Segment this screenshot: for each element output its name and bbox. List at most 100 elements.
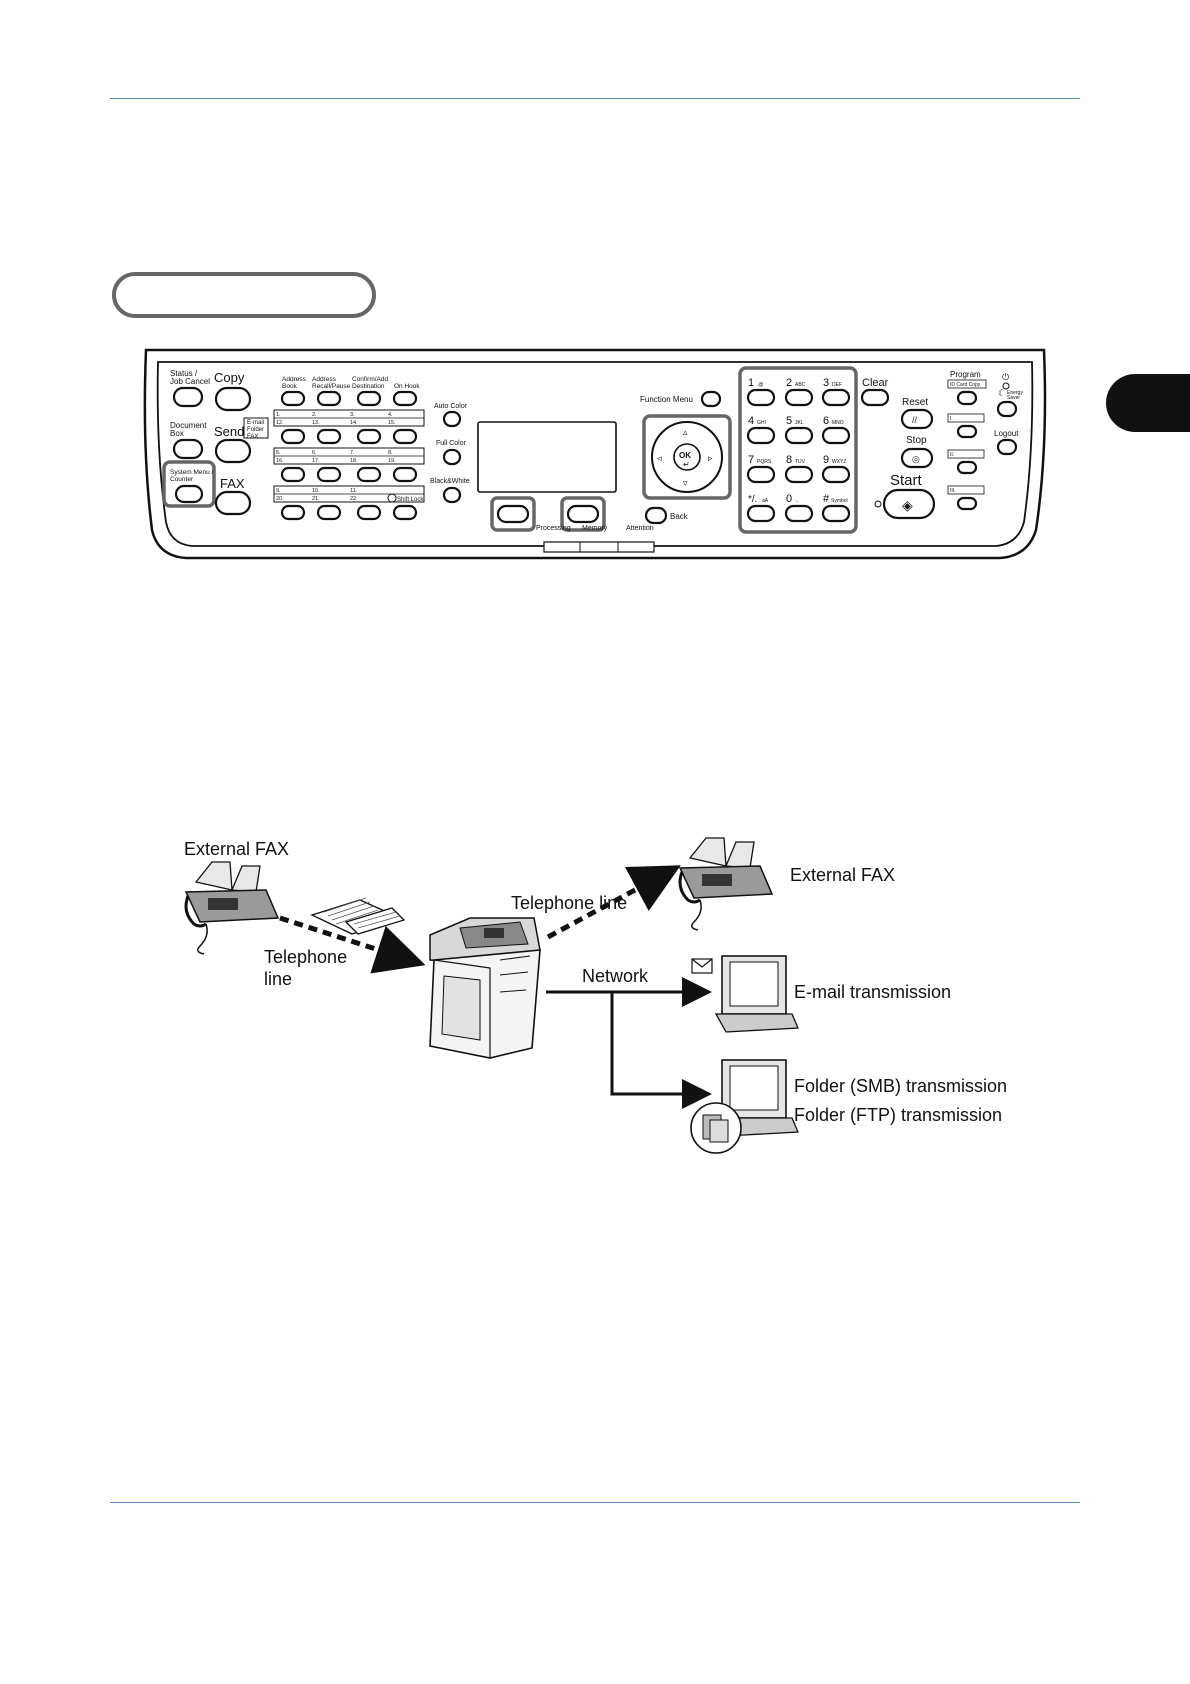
logout-key[interactable] [996,438,1018,456]
one-touch-label: 17. [312,458,320,464]
one-touch-label: 16. [276,458,284,464]
one-touch-key[interactable] [392,466,418,483]
one-touch-key[interactable] [280,504,306,521]
keypad-digit: 3 [823,377,829,389]
clear-key[interactable] [860,388,890,407]
keypad-digit: 0 [786,493,792,505]
keypad-sub: MNO [832,420,844,426]
processing-label: Processing [536,525,571,532]
moon-icon: ☾ [998,388,1006,398]
keypad-key-hash[interactable] [821,504,851,523]
keypad-digit: */. [748,494,757,505]
keypad-key-5[interactable] [784,426,814,445]
function-menu-label: Function Menu [640,395,693,404]
one-touch-key[interactable] [356,428,382,445]
function-menu-key[interactable] [700,390,722,408]
confirm-add-label-1: Confirm/Add [352,376,389,383]
enter-icon: ↵ [683,460,690,469]
keypad-key-0[interactable] [784,504,814,523]
confirm-add-key[interactable] [356,390,382,407]
system-menu-highlight [162,460,216,508]
chapter-tab [1106,374,1190,432]
program-slot-key-1[interactable] [956,424,978,439]
external-fax-right-label: External FAX [790,865,895,885]
nav-right-icon[interactable]: ▹ [708,453,713,463]
clear-label: Clear [862,377,889,389]
one-touch-key[interactable] [316,466,342,483]
reset-icon: // [912,415,918,425]
keypad-key-asterisk[interactable] [746,504,776,523]
keypad-key-4[interactable] [746,426,776,445]
start-icon: ◈ [902,497,913,513]
send-target-folder: Folder [247,427,264,433]
program-slot-key-2[interactable] [956,460,978,475]
on-hook-key[interactable] [392,390,418,407]
one-touch-key[interactable] [280,466,306,483]
energy-saver-key[interactable] [996,400,1018,418]
one-touch-label: 4. [388,412,393,418]
ok-label: OK [679,451,691,460]
email-transmission-label: E-mail transmission [794,982,951,1002]
left-select-key[interactable] [496,504,530,524]
one-touch-label: 11. [350,488,358,494]
one-touch-key[interactable] [356,504,382,521]
copy-key[interactable] [214,386,252,412]
fax-key[interactable] [214,490,252,516]
send-key[interactable] [214,438,252,464]
address-recall-label-2: Recall/Pause [312,383,351,390]
keypad-key-3[interactable] [821,388,851,407]
energy-saver-label-2: Saver [1007,395,1020,401]
black-white-key[interactable] [442,486,462,504]
one-touch-key[interactable] [280,428,306,445]
one-touch-label: 6. [312,450,317,456]
address-book-key[interactable] [280,390,306,407]
system-menu-label-1: System Menu / [170,469,214,476]
document-box-key[interactable] [172,438,204,460]
keypad-digit: # [823,493,830,505]
start-key[interactable] [882,488,936,520]
left-select-highlight [490,496,536,532]
one-touch-key[interactable] [392,428,418,445]
program-slot-key-3[interactable] [956,496,978,511]
send-label: Send [214,424,244,439]
program-label: Program [950,370,981,379]
keypad-highlight [738,366,858,534]
ok-key[interactable] [673,443,701,471]
keypad-sub: JKL [795,420,804,426]
address-recall-key[interactable] [316,390,342,407]
keypad-key-8[interactable] [784,465,814,484]
stop-key[interactable] [900,447,934,469]
back-key[interactable] [644,506,668,525]
incoming-telephone-arrow [279,915,426,974]
nav-left-icon[interactable]: ◃ [657,453,662,463]
one-touch-key[interactable] [316,428,342,445]
one-touch-label: 14. [350,420,358,426]
auto-color-key[interactable] [442,410,462,428]
system-menu-counter-key[interactable] [174,484,204,504]
id-card-copy-key[interactable] [956,390,978,406]
reset-key[interactable] [900,408,934,430]
right-select-key[interactable] [566,504,600,524]
keypad-key-9[interactable] [821,465,851,484]
one-touch-key[interactable] [316,504,342,521]
one-touch-label: 5. [276,450,281,456]
one-touch-label: 8. [388,450,393,456]
reset-label: Reset [902,397,928,408]
keypad-key-1[interactable] [746,388,776,407]
keypad-key-6[interactable] [821,426,851,445]
shift-lock-key[interactable] [392,504,418,521]
attention-label: Attention [626,525,654,532]
logout-label: Logout [994,429,1019,438]
one-touch-row-3: 9. 10. 11. 20. 21. 22. Shift Lock [273,485,425,521]
nav-up-icon[interactable]: ▵ [683,427,688,437]
one-touch-key[interactable] [356,466,382,483]
keypad-digit: 1 [748,377,754,389]
status-job-cancel-key[interactable] [172,386,204,408]
keypad-key-7[interactable] [746,465,776,484]
confirm-add-label-2: Destination [352,383,385,390]
folder-computer-icon [690,1059,799,1154]
nav-down-icon[interactable]: ▿ [683,478,688,488]
keypad-digit: 5 [786,415,792,427]
full-color-key[interactable] [442,448,462,466]
keypad-key-2[interactable] [784,388,814,407]
